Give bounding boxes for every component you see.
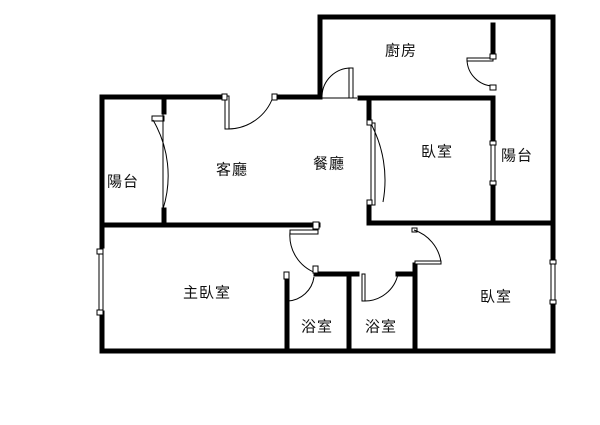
room-label-bathroom-1: 浴室 [300,317,334,336]
room-label-bathroom-2: 浴室 [364,317,398,336]
room-label-dining-room: 餐廳 [312,154,346,173]
room-label-bedroom-lower: 臥室 [479,287,513,306]
room-label-balcony-left: 陽台 [106,172,140,191]
room-label-living-room: 客廳 [215,160,249,179]
windows [96,140,557,316]
room-label-kitchen: 廚房 [384,41,418,60]
room-label-balcony-right: 陽台 [500,146,534,165]
room-label-bedroom-upper: 臥室 [420,142,454,161]
walls [99,14,556,354]
doors [151,53,497,302]
room-label-master-bedroom: 主臥室 [182,283,232,302]
